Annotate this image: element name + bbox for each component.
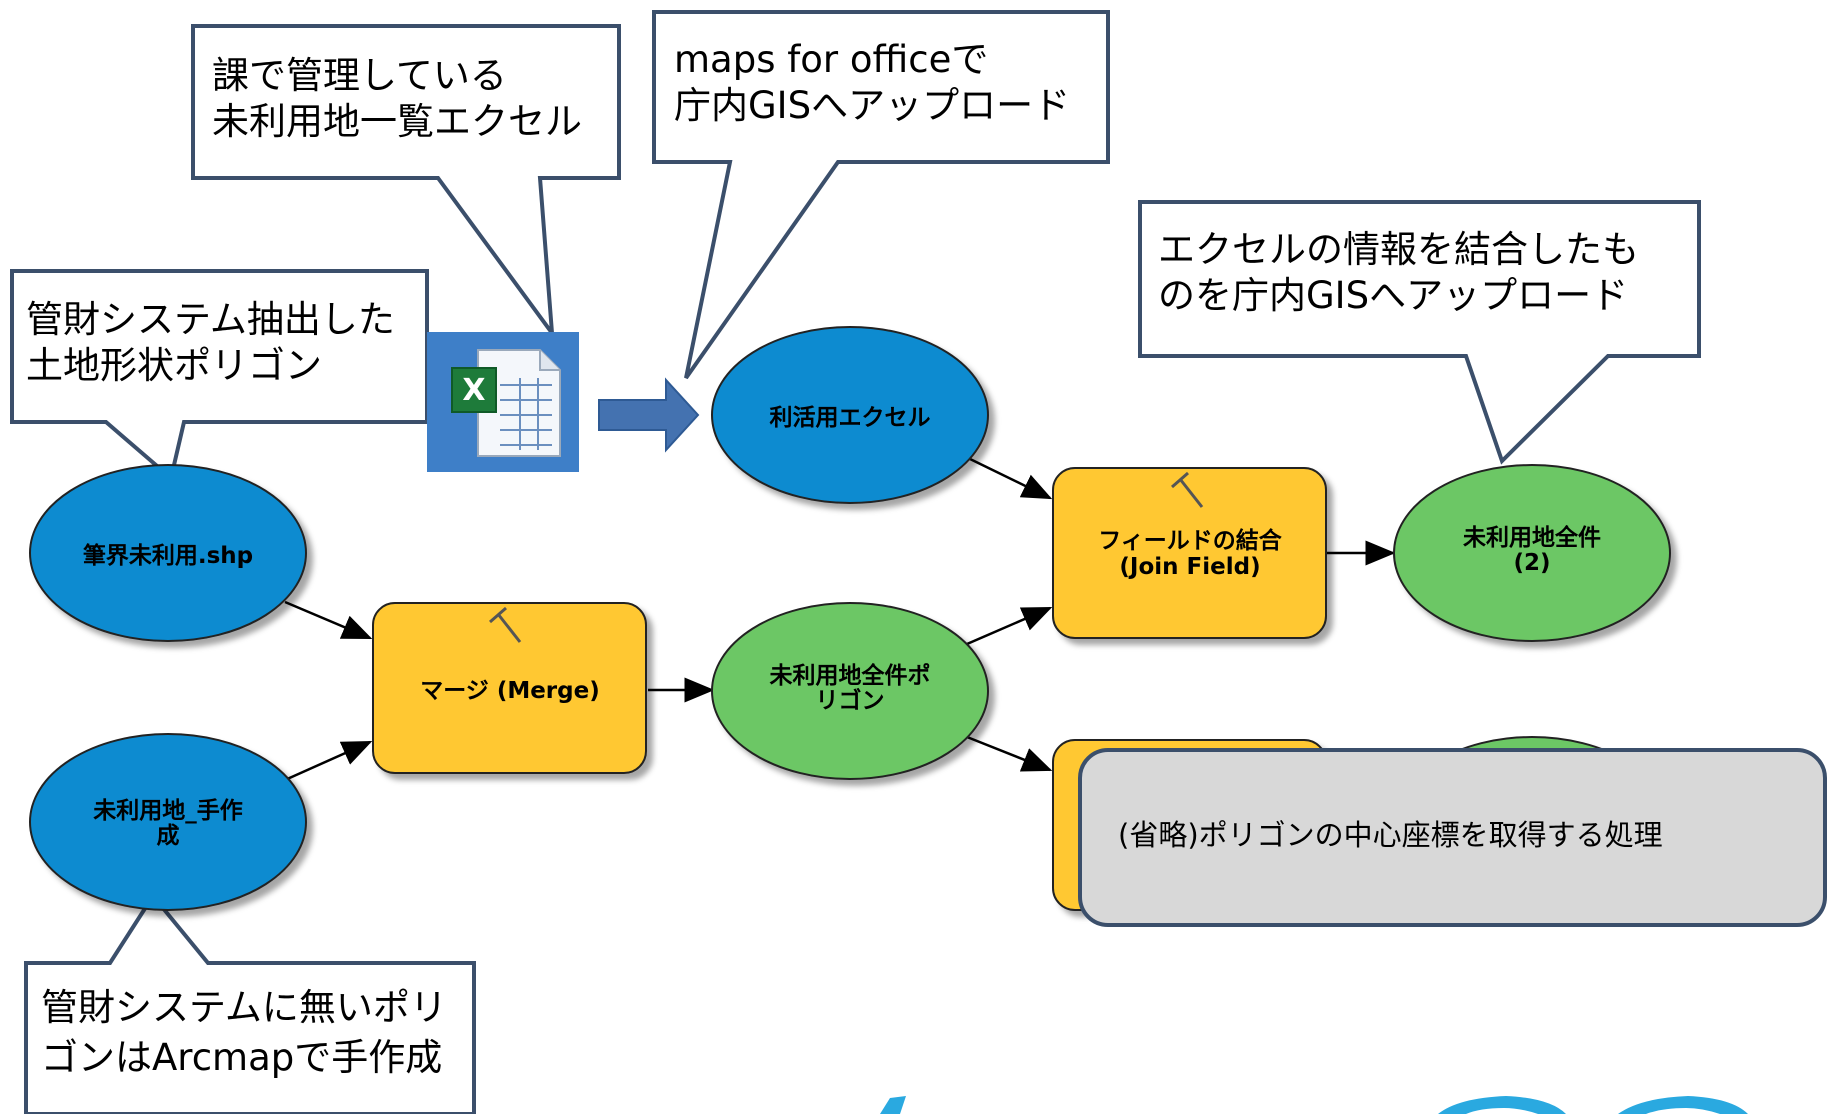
connector-polygon-to-join: [966, 606, 1053, 646]
tool-join-field[interactable]: フィールドの結合 (Join Field): [1052, 467, 1327, 639]
callout-excel-source-line2: 未利用地一覧エクセル: [212, 100, 582, 143]
node-miriyo-polygon-label2: リゴン: [816, 687, 885, 714]
callout-joined-upload-line2: のを庁内GISへアップロード: [1158, 274, 1628, 317]
excel-file-icon: X: [427, 332, 579, 472]
hammer-icon: [1171, 471, 1204, 508]
node-miriyo-zenken2-label1: 未利用地全件: [1463, 524, 1601, 551]
connector-polygon-to-omitted: [966, 735, 1053, 772]
callout-joined-upload-line1: エクセルの情報を結合したも: [1158, 228, 1639, 271]
node-miriyo-tesakusei[interactable]: 未利用地_手作 成: [29, 733, 307, 911]
callout-manual-create-line1: 管財システムに無いポリ: [41, 986, 447, 1029]
callout-joined-upload: エクセルの情報を結合したも のを庁内GISへアップロード: [1138, 200, 1701, 465]
node-miriyo-zenken2-label2: (2): [1513, 550, 1550, 576]
connector-tesakusei-to-merge: [284, 740, 373, 782]
svg-text:X: X: [462, 373, 485, 408]
callout-maps-upload-line1: maps for officeで: [674, 38, 988, 81]
partial-logo-graphic: [880, 1096, 1748, 1114]
tool-merge-label: マージ (Merge): [420, 678, 599, 704]
callout-kanzai-extract-line1: 管財システム抽出した: [26, 298, 395, 341]
node-miriyo-zenken2[interactable]: 未利用地全件 (2): [1393, 464, 1671, 642]
tool-join-field-label1: フィールドの結合: [1098, 527, 1283, 554]
node-rikatsuyo-excel[interactable]: 利活用エクセル: [711, 326, 989, 504]
node-miriyo-tesakusei-label2: 成: [157, 823, 180, 849]
hammer-icon: [489, 606, 522, 643]
omitted-process-note: (省略)ポリゴンの中心座標を取得する処理: [1078, 748, 1827, 927]
omitted-process-note-text: (省略)ポリゴンの中心座標を取得する処理: [1118, 818, 1663, 852]
callout-manual-create: 管財システムに無いポリ ゴンはArcmapで手作成: [24, 892, 476, 1114]
callout-manual-create-line2: ゴンはArcmapで手作成: [41, 1036, 442, 1079]
callout-excel-source-line1: 課で管理している: [212, 54, 507, 97]
callout-kanzai-extract-line2: 土地形状ポリゴン: [26, 344, 322, 387]
node-miriyo-polygon-label1: 未利用地全件ポ: [770, 662, 931, 689]
callout-maps-upload-line2: 庁内GISへアップロード: [674, 84, 1070, 127]
node-miriyo-tesakusei-label1: 未利用地_手作: [93, 798, 243, 824]
node-hikkai-shp[interactable]: 筆界未利用.shp: [29, 464, 307, 642]
node-rikatsuyo-excel-label: 利活用エクセル: [770, 405, 931, 431]
callout-kanzai-extract: 管財システム抽出した 土地形状ポリゴン: [10, 269, 429, 482]
connector-excel-node-to-join: [967, 456, 1053, 500]
node-miriyo-polygon[interactable]: 未利用地全件ポ リゴン: [711, 602, 989, 780]
connector-hikkai-to-merge: [284, 600, 373, 640]
callout-maps-upload: maps for officeで 庁内GISへアップロード: [652, 10, 1110, 380]
callout-excel-source: 課で管理している 未利用地一覧エクセル: [191, 24, 621, 340]
excel-upload-arrow: [598, 377, 700, 453]
tool-join-field-label2: (Join Field): [1119, 554, 1260, 580]
node-hikkai-shp-label: 筆界未利用.shp: [83, 542, 253, 569]
connectors: [284, 456, 1396, 782]
tool-merge[interactable]: マージ (Merge): [372, 602, 647, 774]
